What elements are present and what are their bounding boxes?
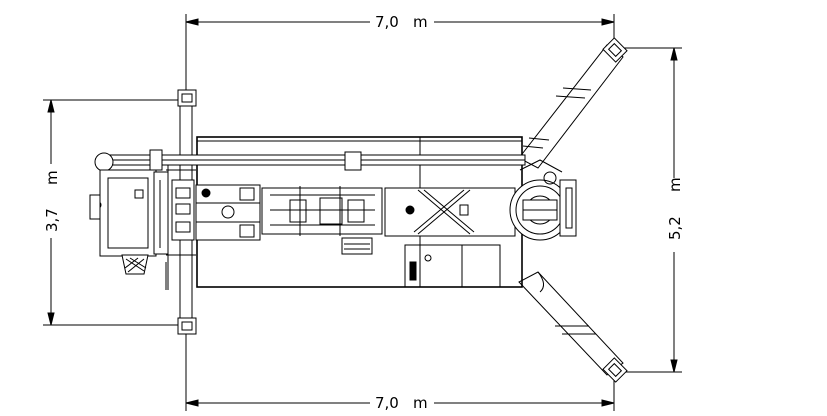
hydraulic-rams	[261, 186, 383, 255]
lower-right-outrigger	[518, 271, 628, 383]
slewing-ring	[509, 159, 577, 241]
outrigger-pad-top-left	[177, 89, 197, 107]
boom-tube	[94, 149, 526, 172]
left-dimension: 3,7 m	[40, 99, 180, 326]
bottom-dimension-unit: m	[413, 394, 428, 412]
bottom-dimension: 7,0 m	[185, 332, 615, 413]
top-dimension-value: 7,0	[375, 13, 399, 31]
bottom-dimension-value: 7,0	[375, 394, 399, 412]
counterweight-grille	[121, 254, 149, 275]
left-dimension-unit: m	[43, 170, 61, 185]
lower-equipment	[404, 244, 501, 288]
power-unit	[89, 169, 169, 257]
right-dimension-unit: m	[666, 177, 684, 192]
left-dimension-value: 3,7	[43, 208, 61, 232]
winch-block	[195, 184, 261, 241]
turntable-base	[384, 187, 516, 237]
side-rails	[165, 169, 196, 290]
right-dimension: 5,2 m	[622, 47, 685, 373]
top-dimension: 7,0 m	[185, 12, 615, 95]
upper-right-outrigger	[518, 37, 628, 169]
top-dimension-unit: m	[413, 13, 428, 31]
outrigger-pad-bottom-left	[177, 317, 197, 335]
right-dimension-value: 5,2	[666, 216, 684, 240]
